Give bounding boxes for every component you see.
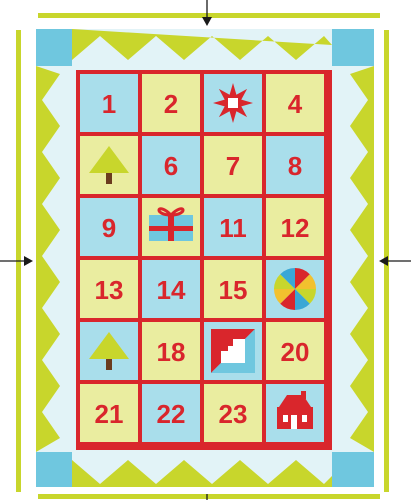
day-number: 13 xyxy=(95,275,124,305)
day-number: 1 xyxy=(102,89,116,119)
calendar-cell: 1 xyxy=(80,74,138,132)
day-number: 20 xyxy=(281,337,310,367)
log-cabin-icon xyxy=(211,329,255,373)
corner-square-top-right xyxy=(332,29,374,66)
day-number: 15 xyxy=(219,275,248,305)
corner-square-bottom-left xyxy=(36,452,72,487)
day-number: 11 xyxy=(219,213,247,243)
calendar-cell: 9 xyxy=(80,198,138,256)
calendar-cell: 7 xyxy=(204,136,262,194)
calendar-cell: 6 xyxy=(142,136,200,194)
calendar-cell: 8 xyxy=(266,136,324,194)
star-icon xyxy=(213,83,253,123)
day-number: 21 xyxy=(95,399,124,429)
day-number: 12 xyxy=(281,213,310,243)
day-number: 8 xyxy=(288,151,302,181)
calendar-cell: 22 xyxy=(142,384,200,442)
day-number: 4 xyxy=(288,89,303,119)
calendar-cell: 13 xyxy=(80,260,138,318)
calendar-cell: 15 xyxy=(204,260,262,318)
calendar-cell xyxy=(142,198,200,256)
corner-square-top-left xyxy=(36,29,72,66)
bottom-lime-strip xyxy=(38,494,380,499)
calendar-cell: 12 xyxy=(266,198,324,256)
day-number: 23 xyxy=(219,399,248,429)
day-number: 2 xyxy=(164,89,178,119)
day-number: 7 xyxy=(226,151,240,181)
calendar-cell: 20 xyxy=(266,322,324,380)
calendar-cell xyxy=(80,322,138,380)
calendar-cell xyxy=(80,136,138,194)
right-arrow-icon xyxy=(379,256,411,266)
day-number: 14 xyxy=(157,275,186,305)
calendar-cell xyxy=(266,384,324,442)
day-number: 6 xyxy=(164,151,178,181)
calendar-cell: 21 xyxy=(80,384,138,442)
calendar-cell: 2 xyxy=(142,74,200,132)
day-number: 9 xyxy=(102,213,116,243)
calendar-cell: 23 xyxy=(204,384,262,442)
corner-square-bottom-right xyxy=(332,452,374,487)
calendar-cell: 18 xyxy=(142,322,200,380)
calendar-cell: 14 xyxy=(142,260,200,318)
day-number: 18 xyxy=(157,337,186,367)
calendar-cell: 11 xyxy=(204,198,262,256)
calendar-cell: 4 xyxy=(266,74,324,132)
beachball-icon xyxy=(274,268,316,310)
day-number: 22 xyxy=(157,399,186,429)
calendar-cell xyxy=(204,322,262,380)
calendar-cell xyxy=(204,74,262,132)
calendar-cell xyxy=(266,260,324,318)
